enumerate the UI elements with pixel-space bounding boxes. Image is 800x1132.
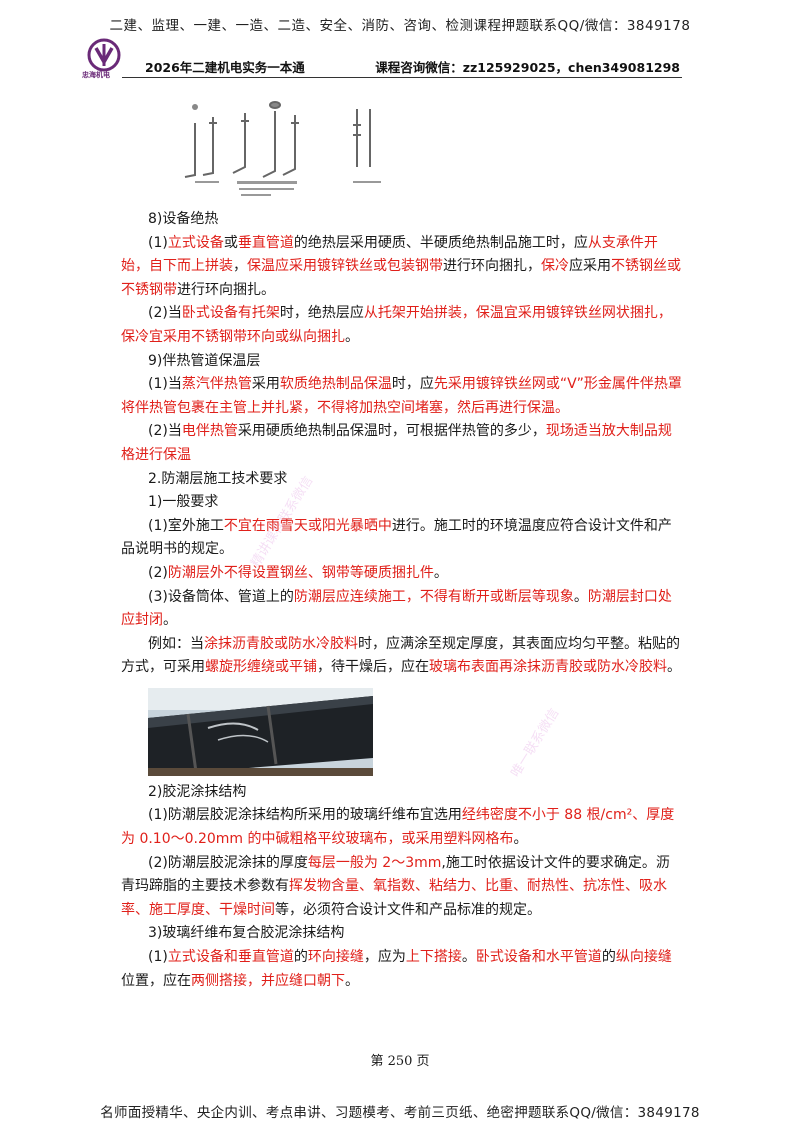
paragraph: (3)设备筒体、管道上的防潮层应连续施工，不得有断开或断层等现象。防潮层封口处应… [121,588,672,629]
paragraph: (1)室外施工不宜在雨雪天或阳光暴晒中进行。施工时的环境温度应符合设计文件和产品… [121,517,672,558]
section-heading: 2.防潮层施工技术要求 [148,470,288,487]
bottom-banner: 名师面授精华、央企内训、考点串讲、习题模考、考前三页纸、绝密押题联系QQ/微信：… [100,1105,700,1121]
insulated-pipe-photo [148,687,373,776]
book-title: 2026年二建机电实务一本通 [145,60,305,75]
paragraph: 例如：当涂抹沥青胶或防水冷胶料时，应满涂至规定厚度，其表面应均匀平整。粘贴的方式… [121,635,681,676]
paragraph: (1)立式设备或垂直管道的绝热层采用硬质、半硬质绝热制品施工时，应从支承件开始，… [121,234,681,298]
company-logo-icon [87,38,121,72]
paragraph: (2)当电伴热管采用硬质绝热制品保温时，可根据伴热管的多少，现场适当放大制品规格… [121,423,672,463]
section-heading: 9)伴热管道保温层 [148,352,261,369]
paragraph: (2)防潮层外不得设置钢丝、钢带等硬质捆扎件。 [148,564,448,581]
top-banner: 二建、监理、一建、一造、二造、安全、消防、咨询、检测课程押题联系QQ/微信：38… [109,18,691,34]
paragraph: (2)防潮层胶泥涂抹的厚度每层一般为 2～3mm,施工时依据设计文件的要求确定。… [121,854,670,918]
header-divider [122,77,682,78]
paragraph: (1)立式设备和垂直管道的环向接缝，应为上下搭接。卧式设备和水平管道的纵向接缝位… [121,949,672,989]
paragraph: (1)防潮层胶泥涂抹结构所采用的玻璃纤维布宜选用经纬密度不小于 88 根/cm²… [121,807,675,848]
subsection-heading: 1)一般要求 [148,494,219,511]
anchor-bolt-diagram [184,101,381,196]
document-body: 8)设备绝热 (1)立式设备或垂直管道的绝热层采用硬质、半硬质绝热制品施工时，应… [121,208,683,993]
paragraph: (1)当蒸汽伴热管采用软质绝热制品保温时，应先采用镀锌铁丝网或“V”形金属件伴热… [121,376,682,416]
page-number: 第 250 页 [370,1054,430,1069]
paragraph: (2)当卧式设备有托架时，绝热层应从托架开始拼装，保温宜采用镀锌铁丝网状捆扎，保… [121,305,672,345]
subsection-heading: 2)胶泥涂抹结构 [148,783,247,800]
section-heading: 8)设备绝热 [148,211,219,227]
logo-text: 忠海机电 [82,71,110,79]
subsection-heading: 3)玻璃纤维布复合胶泥涂抹结构 [148,925,345,942]
contact-info: 课程咨询微信：zz125929025，chen349081298 [375,60,680,75]
